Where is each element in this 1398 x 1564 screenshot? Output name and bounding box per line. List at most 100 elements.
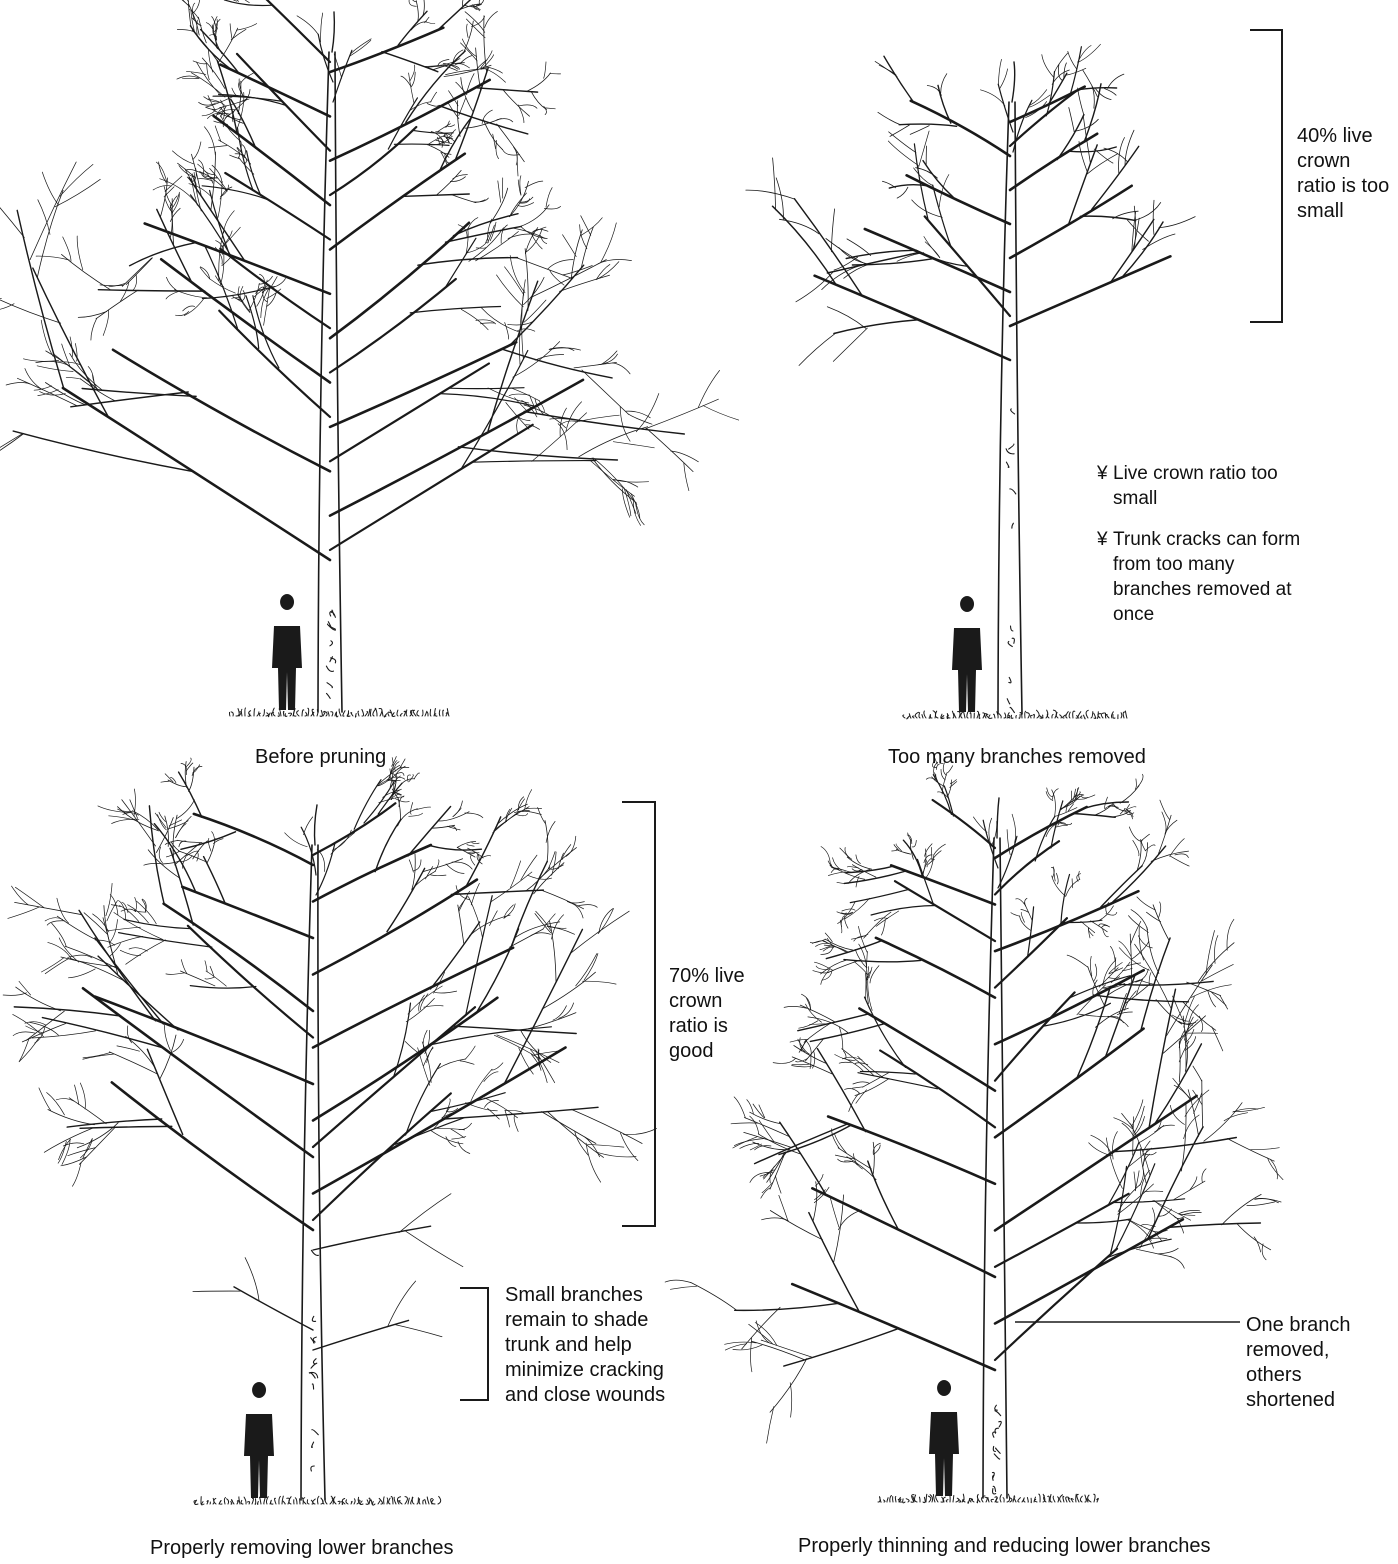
branch-stroke [988,714,993,719]
branch-stroke [1076,873,1082,882]
branch-stroke [924,241,941,258]
branch-stroke [961,1499,966,1503]
branch-stroke [471,16,485,27]
branch-stroke [830,867,840,873]
branch-stroke [37,199,51,235]
branch-stroke [878,64,897,76]
branch-stroke [993,805,1088,860]
branch-stroke [418,994,425,1012]
branch-stroke [209,278,236,294]
branch-stroke [1080,921,1096,934]
branch-stroke [185,757,192,768]
branch-stroke [522,1012,577,1031]
branch-stroke [207,95,216,111]
branch-stroke [1207,990,1216,1008]
branch-stroke [175,823,187,838]
branch-stroke [969,712,972,719]
branch-stroke [1152,1200,1191,1221]
branch-stroke [174,289,208,299]
branch-stroke [167,820,189,830]
branch-stroke [158,161,167,184]
branch-stroke [1006,714,1011,719]
branch-stroke [439,392,538,408]
branch-stroke [1090,145,1140,211]
branch-stroke [509,255,526,294]
branch-stroke [326,682,333,689]
branch-stroke [471,842,480,845]
branch-stroke [863,996,907,1069]
branch-stroke [118,900,127,920]
branch-stroke [386,768,391,781]
branch-stroke [645,398,719,429]
branch-stroke [116,1045,140,1052]
branch-stroke [502,89,530,117]
branch-stroke [1039,715,1043,719]
branch-stroke [36,365,74,372]
branch-stroke [758,1104,766,1119]
branch-stroke [164,1022,171,1051]
branch-stroke [1124,710,1128,719]
branch-stroke [1047,1495,1050,1503]
branch-stroke [72,1162,82,1187]
branch-stroke [169,204,173,239]
branch-stroke [754,1145,772,1151]
branch-stroke [481,307,521,333]
branch-stroke [670,450,699,463]
branch-stroke [812,970,830,974]
branch-stroke [775,1175,782,1194]
branch-stroke [993,968,1145,1046]
branch-stroke [470,854,476,866]
branch-stroke [993,840,1061,896]
branch-stroke [478,0,481,5]
branch-stroke [466,23,469,38]
branch-stroke [307,707,310,717]
branch-stroke [1076,985,1112,1078]
branch-stroke [940,713,945,720]
branch-stroke [858,925,868,953]
branch-stroke [311,1429,319,1436]
branch-stroke [425,866,434,880]
branch-stroke [357,710,360,717]
branch-stroke [793,197,864,298]
branch-stroke [188,766,195,792]
branch-stroke [396,709,399,717]
branch-stroke [216,59,238,135]
branch-stroke [1023,1497,1026,1503]
branch-stroke [1009,625,1014,632]
branch-stroke [325,692,331,699]
branch-stroke [296,15,319,35]
branch-stroke [1133,205,1137,249]
branch-stroke [664,1279,692,1283]
branch-stroke [1104,796,1108,810]
branch-stroke [1142,233,1176,250]
branch-stroke [448,387,525,390]
branch-stroke [1055,712,1059,719]
branch-stroke [992,1485,997,1492]
branch-stroke [410,709,414,717]
branch-stroke [438,104,529,135]
branch-stroke [311,708,315,717]
branch-stroke [517,202,535,207]
branch-stroke [93,995,315,1086]
branch-stroke [513,921,561,939]
branch-stroke [820,846,831,867]
branch-stroke [820,968,831,985]
branch-stroke [906,715,911,720]
branch-stroke [440,152,448,166]
branch-stroke [122,812,139,816]
branch-stroke [449,825,457,832]
branch-stroke [1024,710,1027,719]
branch-stroke [874,936,997,999]
branch-stroke [223,210,235,234]
branch-stroke [943,785,955,817]
branch-stroke [1093,712,1097,719]
branch-stroke [1184,1036,1197,1051]
branch-stroke [1014,101,1023,715]
branch-stroke [1254,1198,1279,1204]
branch-stroke [396,1496,402,1505]
branch-stroke [18,1036,40,1063]
branch-stroke [496,118,514,123]
branch-stroke [875,910,900,927]
branch-stroke [490,871,533,903]
branch-stroke [79,378,116,402]
